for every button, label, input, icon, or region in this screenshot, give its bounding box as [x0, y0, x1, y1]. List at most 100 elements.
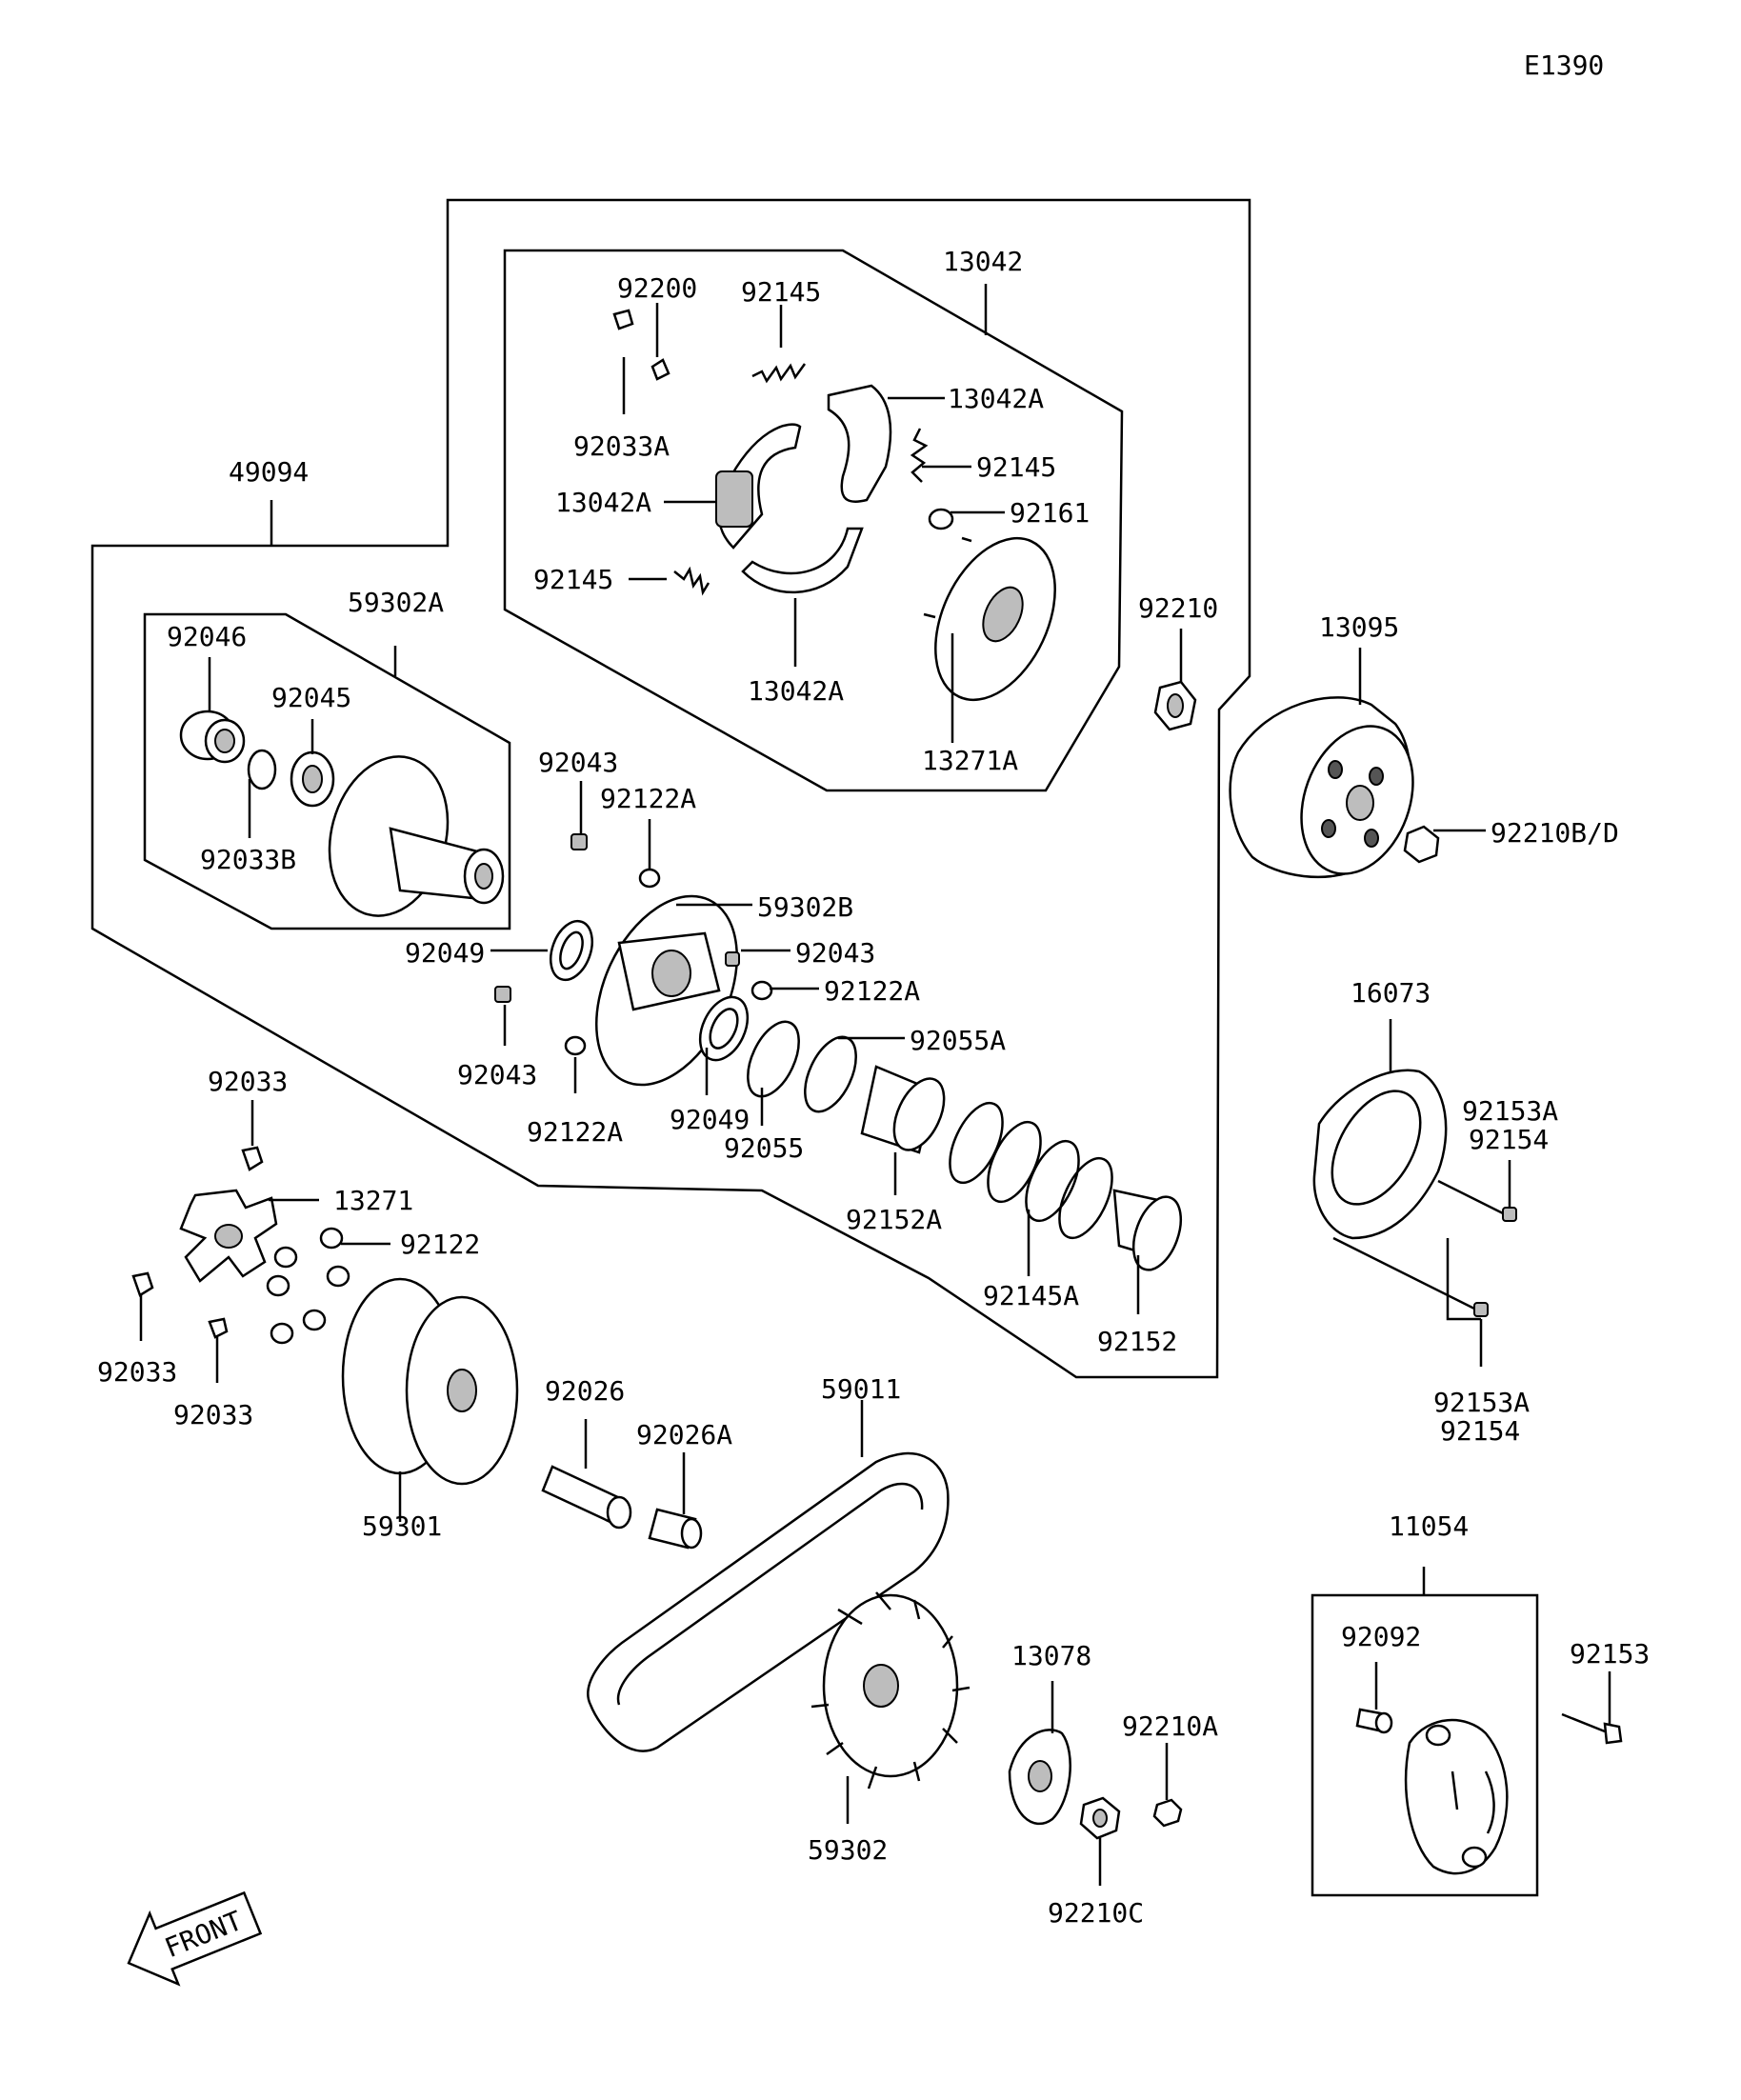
spring-92145-left	[673, 566, 710, 596]
sliding-face-59302B	[594, 894, 739, 1087]
spring-92145-right	[910, 428, 929, 483]
label-92033-top: 92033	[208, 1066, 288, 1097]
assembly-outline-13042	[503, 249, 1124, 792]
bolt-92153A-lower	[1332, 1236, 1489, 1317]
collar-92026	[541, 1465, 632, 1530]
washer-92200	[650, 358, 670, 381]
clutch-drum-13095	[1229, 696, 1414, 879]
guide-pin-92043-left	[494, 986, 511, 1003]
label-92154-lower: 92154	[1440, 1415, 1520, 1447]
label-59302A: 59302A	[348, 587, 444, 618]
label-92145-left: 92145	[533, 564, 613, 595]
label-92043-left: 92043	[457, 1059, 537, 1090]
label-13078: 13078	[1011, 1640, 1091, 1671]
drive-belt-59011	[587, 1451, 950, 1752]
nut-92210	[1153, 680, 1197, 731]
label-13042: 13042	[943, 246, 1023, 277]
leader-lines	[139, 284, 1611, 1886]
label-92152A: 92152A	[846, 1204, 942, 1235]
label-13271: 13271	[333, 1185, 413, 1216]
nut-92210BD	[1403, 825, 1440, 864]
driven-face-59302A	[328, 755, 505, 917]
drive-face-59301	[341, 1277, 519, 1486]
label-92033-left: 92033	[97, 1356, 177, 1388]
guide-pin-92043-top	[570, 833, 588, 850]
label-92043-right: 92043	[795, 937, 875, 969]
ratchet-13078	[1008, 1729, 1071, 1826]
label-92049-right: 92049	[670, 1104, 750, 1135]
collar-92092	[1355, 1708, 1393, 1734]
collar-92161	[928, 508, 954, 530]
label-13095: 13095	[1319, 611, 1399, 643]
bearing-92046	[179, 710, 246, 764]
label-92033-bottom: 92033	[173, 1399, 253, 1430]
pin-92033A	[612, 309, 634, 330]
label-92122A-right: 92122A	[824, 975, 920, 1007]
label-92045: 92045	[271, 682, 351, 713]
label-59302B: 59302B	[757, 891, 853, 923]
weight-roller-set-92122	[266, 1227, 350, 1345]
cover-16073	[1312, 1069, 1448, 1240]
label-92033B: 92033B	[200, 844, 296, 875]
label-92122A-left: 92122A	[527, 1116, 623, 1148]
label-59011: 59011	[821, 1373, 901, 1405]
clutch-shoe-set	[715, 384, 892, 594]
label-92210C: 92210C	[1048, 1897, 1144, 1929]
label-16073: 16073	[1351, 977, 1431, 1009]
ramp-plate-13271	[179, 1189, 278, 1283]
label-92145-right: 92145	[976, 451, 1056, 483]
roller-92122A-left	[564, 1035, 587, 1056]
oil-seal-92049-left	[550, 919, 593, 982]
label-92210: 92210	[1138, 592, 1218, 624]
circlip-92033B	[247, 749, 277, 790]
nut-92210A	[1152, 1798, 1183, 1828]
plate-13271A	[923, 536, 1056, 702]
collar-92026A	[648, 1508, 703, 1550]
label-11054: 11054	[1389, 1510, 1469, 1542]
label-59302: 59302	[808, 1834, 888, 1866]
collar-92152A	[860, 1065, 946, 1154]
label-13042A-top: 13042A	[948, 383, 1044, 414]
bolt-92153A-upper	[1437, 1179, 1517, 1222]
label-92154-upper: 92154	[1469, 1124, 1549, 1155]
spring-92145-top	[751, 363, 807, 384]
label-92026: 92026	[545, 1375, 625, 1407]
label-49094: 49094	[229, 456, 309, 488]
collar-92152	[1112, 1189, 1183, 1271]
assembly-outline-59302A	[143, 612, 511, 930]
bolt-92153	[1561, 1712, 1623, 1745]
bracket-11054	[1404, 1718, 1509, 1875]
label-92122A-top: 92122A	[600, 783, 696, 814]
front-direction-arrow: FRONT	[127, 1890, 263, 1987]
label-92049-left: 92049	[405, 937, 485, 969]
label-13042A-left: 13042A	[555, 487, 651, 518]
assembly-outline-49094	[90, 198, 1251, 1379]
label-59301: 59301	[362, 1510, 442, 1542]
label-92210BD: 92210B/D	[1491, 817, 1619, 849]
label-92055A: 92055A	[910, 1025, 1006, 1056]
pin-92033-bottom	[208, 1317, 229, 1339]
diagram-code: E1390	[1524, 50, 1604, 81]
label-92161: 92161	[1010, 497, 1090, 529]
label-92046: 92046	[167, 621, 247, 652]
label-92055: 92055	[724, 1132, 804, 1164]
oil-seal-92049-right	[698, 995, 750, 1062]
part-labels: 13042 13042A 13042A 13042A 92200 92145 9…	[97, 246, 1650, 1929]
roller-92122A-right	[750, 980, 773, 1001]
label-13042A-bottom: 13042A	[748, 675, 844, 707]
label-92026A: 92026A	[636, 1419, 732, 1450]
fan-59302	[810, 1591, 971, 1790]
o-ring-92055	[747, 1020, 800, 1098]
label-92033A: 92033A	[573, 430, 670, 462]
roller-92122A-top	[638, 868, 661, 889]
label-13271A: 13271A	[922, 745, 1018, 776]
label-92200: 92200	[617, 272, 697, 304]
label-92145-top: 92145	[741, 276, 821, 308]
bearing-92045	[290, 750, 335, 808]
label-92152: 92152	[1097, 1326, 1177, 1357]
pin-92033-left	[131, 1271, 154, 1297]
label-92043-top: 92043	[538, 747, 618, 778]
label-92153A-lower: 92153A	[1433, 1387, 1530, 1418]
guide-pin-92043-right	[725, 951, 740, 967]
label-92092: 92092	[1341, 1621, 1421, 1652]
